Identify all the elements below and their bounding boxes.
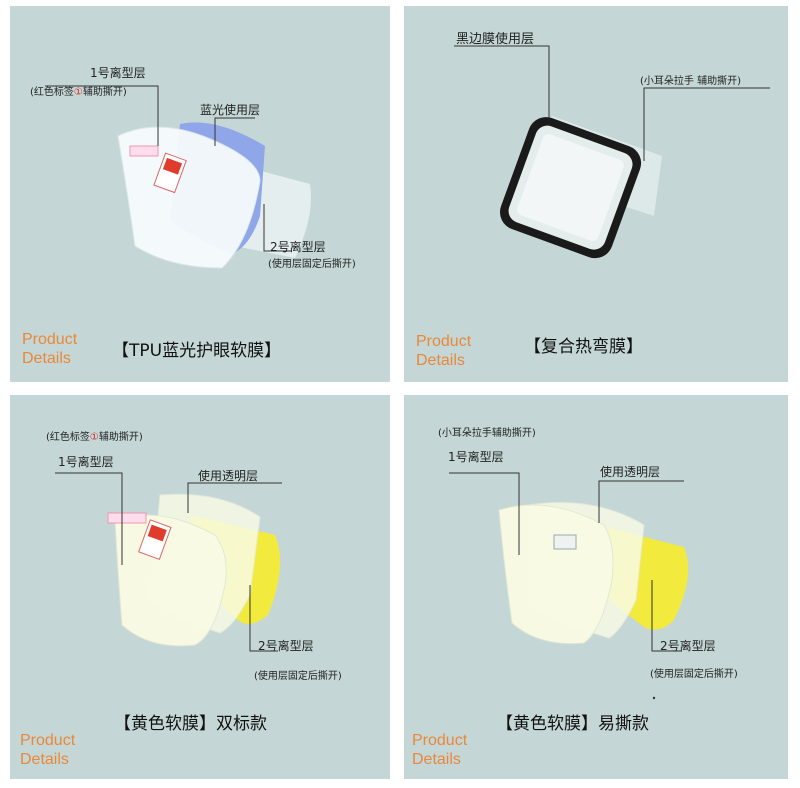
ear-note-pre: (小耳朵拉手 (438, 428, 492, 439)
panel-title: 【TPU蓝光护眼软膜】 (112, 341, 282, 361)
tag-note-pre: (红色标签 (46, 432, 90, 443)
label-ear-tab-note: (小耳朵拉手辅助撕开) (438, 424, 536, 439)
label-release-layer-2: 2号离型层 (660, 639, 716, 653)
label-release-layer-2: 2号离型层 (258, 639, 314, 653)
panel-title: 【黄色软膜】易撕款 (496, 714, 649, 734)
small-tab-icon (129, 145, 159, 157)
label-release-layer-2-note: (使用层固定后撕开) (268, 259, 356, 270)
details-word: Details (416, 352, 465, 369)
curved-film-illustration (454, 45, 770, 259)
label-release-layer-1: 1号离型层 (90, 66, 146, 80)
panel-tpu-blue-light-film: 1号离型层 (红色标签①辅助撕开) 蓝光使用层 2号离型层 (使用层固定后撕开)… (10, 6, 390, 382)
panel-title: 【黄色软膜】双标款 (114, 714, 267, 734)
yellow-easy-tear-illustration (449, 472, 689, 700)
details-word: Details (412, 751, 461, 768)
tag-note-post: 辅助撕开) (98, 432, 143, 443)
panel-composite-curved-film: 黑边膜使用层 (小耳朵拉手 辅助撕开) Product Details 【复合热… (404, 6, 788, 382)
label-clear-use-layer: 使用透明层 (600, 465, 661, 479)
product-details-label: Product Details (20, 731, 75, 769)
release-layer-1-shape (114, 514, 227, 647)
red-tag-icon (138, 519, 172, 560)
product-word: Product (412, 732, 468, 749)
label-release-layer-1: 1号离型层 (58, 455, 114, 469)
label-release-layer-2: 2号离型层 (270, 240, 326, 254)
details-word: Details (22, 350, 71, 367)
product-word: Product (22, 331, 78, 348)
product-word: Product (416, 333, 472, 350)
dot-mark (652, 696, 656, 700)
product-details-label: Product Details (416, 332, 471, 370)
label-red-tag-note: (红色标签①辅助撕开) (46, 428, 143, 443)
details-word: Details (20, 751, 69, 768)
label-ear-tab-note: (小耳朵拉手 辅助撕开) (640, 76, 741, 87)
product-details-label: Product Details (22, 330, 77, 368)
tpu-film-illustration (45, 85, 311, 269)
label-black-edge-layer: 黑边膜使用层 (456, 32, 535, 47)
ear-note-post: 辅助撕开) (491, 428, 536, 439)
product-word: Product (20, 732, 76, 749)
tag-circle-number: ① (89, 432, 99, 443)
label-release-layer-2-note: (使用层固定后撕开) (650, 669, 738, 680)
label-blue-use-layer: 蓝光使用层 (200, 103, 261, 117)
tag-note-post: 辅助撕开) (82, 87, 127, 98)
label-release-layer-1: 1号离型层 (448, 450, 504, 464)
yellow-dual-tag-illustration (55, 472, 282, 652)
release-layer-1-shape (498, 504, 614, 645)
red-tag-icon (153, 152, 187, 194)
tag-circle-number: ① (73, 87, 83, 98)
product-details-label: Product Details (412, 731, 467, 769)
label-red-tag-note: (红色标签①辅助撕开) (30, 83, 127, 98)
tag-note-pre: (红色标签 (30, 87, 74, 98)
small-tab-icon (107, 512, 147, 524)
release-layer-1-shape (117, 126, 261, 269)
panel-title: 【复合热弯膜】 (524, 337, 643, 357)
ear-tab-icon (553, 534, 577, 550)
panel-yellow-film-easy-tear: (小耳朵拉手辅助撕开) 1号离型层 使用透明层 2号离型层 (使用层固定后撕开)… (404, 395, 788, 779)
panel-yellow-film-dual-tag: (红色标签①辅助撕开) 1号离型层 使用透明层 2号离型层 (使用层固定后撕开)… (10, 395, 390, 779)
black-edge-frame-icon (499, 117, 642, 259)
label-clear-use-layer: 使用透明层 (198, 469, 259, 483)
label-release-layer-2-note: (使用层固定后撕开) (254, 671, 342, 682)
